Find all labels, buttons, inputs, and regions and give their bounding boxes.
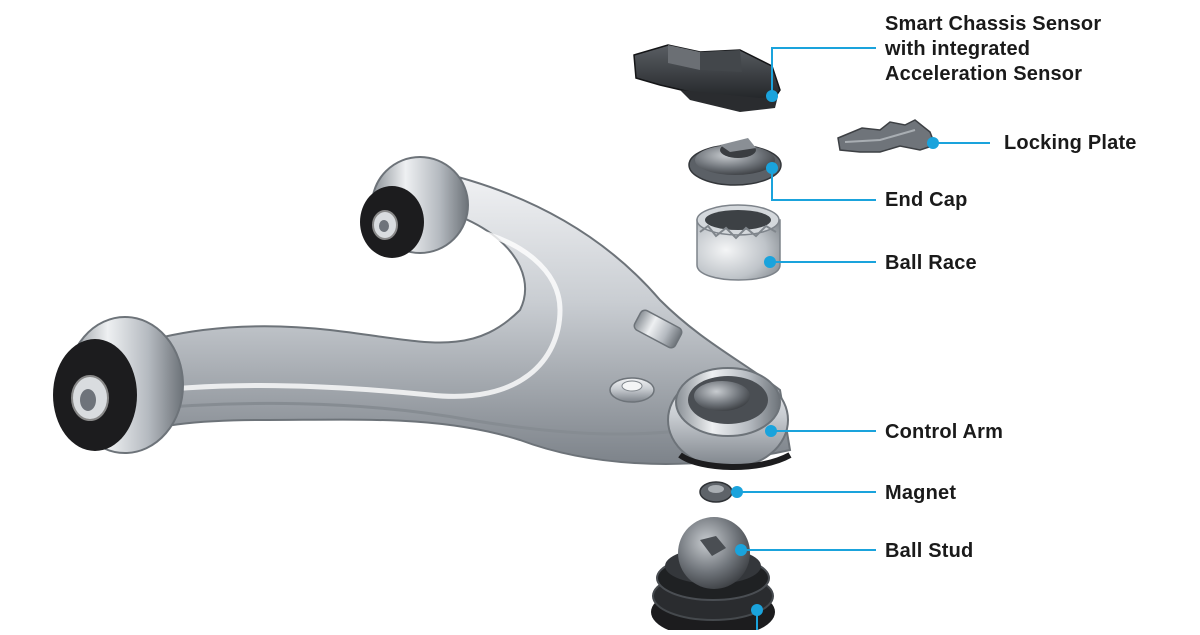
control-arm-part: [53, 156, 792, 470]
label-line: Control Arm: [885, 421, 1004, 443]
dot-ball-race: [764, 256, 776, 268]
dot-bottom: [751, 604, 763, 616]
ball-stud-part: [651, 517, 775, 635]
dot-control-arm: [765, 425, 777, 437]
label-line: with integrated: [885, 38, 1031, 60]
leader-sensor: [771, 47, 876, 96]
label-line: Locking Plate: [1004, 132, 1137, 154]
end-cap-part: [688, 138, 782, 186]
label-line: Ball Stud: [885, 540, 974, 562]
label-ball-race: Ball Race: [885, 251, 977, 276]
ball-race-part: [696, 204, 781, 281]
dot-ball-stud: [735, 544, 747, 556]
dot-magnet: [731, 486, 743, 498]
label-line: Magnet: [885, 482, 957, 504]
label-line: Acceleration Sensor: [885, 63, 1083, 85]
label-ball-stud: Ball Stud: [885, 539, 973, 564]
label-magnet: Magnet: [885, 481, 956, 506]
label-line: End Cap: [885, 189, 968, 211]
label-end-cap: End Cap: [885, 188, 968, 213]
leader-end-cap: [771, 168, 876, 201]
dot-sensor: [766, 90, 778, 102]
label-smart-chassis-sensor: Smart Chassis Sensor with integrated Acc…: [885, 12, 1101, 87]
leader-dots: [731, 90, 939, 616]
locking-plate-part: [837, 119, 936, 153]
magnet-part: [699, 481, 733, 503]
label-line: Smart Chassis Sensor: [885, 13, 1102, 35]
label-locking-plate: Locking Plate: [1004, 131, 1137, 156]
label-control-arm: Control Arm: [885, 420, 1003, 445]
label-line: Ball Race: [885, 252, 977, 274]
dot-end-cap: [766, 162, 778, 174]
smart-chassis-sensor-part: [633, 44, 781, 112]
dot-locking-plate: [927, 137, 939, 149]
